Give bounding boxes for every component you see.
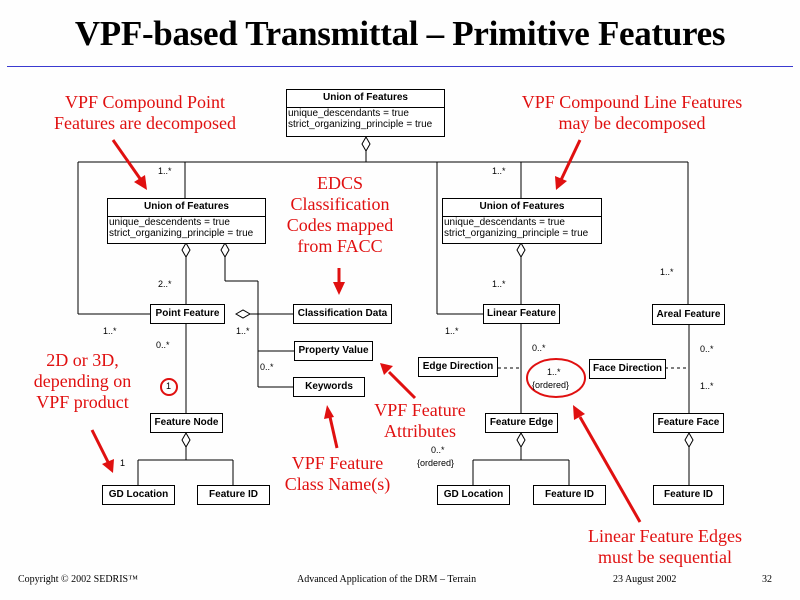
- node-multiplicity: 1: [166, 381, 172, 391]
- multiplicity-label: 1..*: [492, 166, 506, 176]
- property-value-box[interactable]: Property Value: [294, 341, 373, 361]
- feature-node-box[interactable]: Feature Node: [150, 413, 223, 433]
- arrowhead-compound-line: [555, 176, 567, 190]
- arrowhead-compound-point: [134, 175, 147, 190]
- annotation-compound-line: VPF Compound Line Features may be decomp…: [521, 92, 743, 133]
- multiplicity-label: 1..*: [445, 326, 459, 336]
- feature-node-diamond: [181, 431, 191, 449]
- arrowhead-sequential: [573, 405, 585, 420]
- footer-page-number: 32: [762, 574, 772, 585]
- line-union-diamond: [516, 241, 526, 259]
- linear-feature-box[interactable]: Linear Feature: [483, 304, 560, 324]
- arrow-compound-line: [559, 139, 582, 181]
- arrowhead-edcs: [333, 282, 345, 295]
- footer-copyright: Copyright © 2002 SEDRIS™: [18, 574, 138, 585]
- class-name: Union of Features: [443, 199, 601, 217]
- multiplicity-label: 1..*: [700, 381, 714, 391]
- arrowhead-feature-attributes: [380, 363, 393, 375]
- class-name: Union of Features: [287, 90, 444, 108]
- multiplicity-label: 0..*: [700, 344, 714, 354]
- top-union-of-features[interactable]: Union of Features unique_descendants = t…: [286, 89, 445, 137]
- arrowhead-dimension: [102, 459, 114, 473]
- multiplicity-label: 1..*: [158, 166, 172, 176]
- feature-id-face-box[interactable]: Feature ID: [653, 485, 724, 505]
- feature-edge-diamond: [516, 431, 526, 449]
- arrowhead-class-names: [324, 405, 334, 419]
- edge-direction-box[interactable]: Edge Direction: [418, 357, 498, 377]
- feature-edge-box[interactable]: Feature Edge: [485, 413, 558, 433]
- class-name: Union of Features: [108, 199, 265, 217]
- multiplicity-label: 1: [120, 458, 126, 468]
- slide-title: VPF-based Transmittal – Primitive Featur…: [74, 14, 726, 53]
- node-multiplicity-highlight: [160, 378, 178, 396]
- ordered-constraint: {ordered}: [532, 380, 570, 390]
- multiplicity-label: 1..*: [547, 367, 561, 377]
- annotation-dimension: 2D or 3D, depending on VPF product: [33, 350, 132, 412]
- keywords-box[interactable]: Keywords: [293, 377, 365, 397]
- multiplicity-label: 1..*: [492, 279, 506, 289]
- feature-face-box[interactable]: Feature Face: [653, 413, 724, 433]
- multiplicity-label: 1..*: [103, 326, 117, 336]
- point-feature-diamond: [234, 309, 252, 319]
- gd-location-node-box[interactable]: GD Location: [102, 485, 175, 505]
- arrow-sequential: [578, 416, 642, 523]
- multiplicity-label: 0..*: [260, 362, 274, 372]
- class-attribute: unique_descendents = true: [109, 217, 230, 228]
- multiplicity-label: 1..*: [660, 267, 674, 277]
- point-feature-box[interactable]: Point Feature: [150, 304, 225, 324]
- multiplicity-label: 2..*: [158, 279, 172, 289]
- class-attribute: strict_organizing_principle = true: [109, 228, 254, 239]
- multiplicity-label: 0..*: [532, 343, 546, 353]
- point-union-diamond-right: [220, 241, 230, 259]
- gd-location-edge-box[interactable]: GD Location: [437, 485, 510, 505]
- point-union-diamond-left: [181, 241, 191, 259]
- arrow-feature-attributes: [387, 370, 417, 400]
- class-attribute: unique_descendants = true: [444, 217, 565, 228]
- annotation-sequential: Linear Feature Edges must be sequential: [588, 526, 742, 567]
- feature-face-diamond: [684, 431, 694, 449]
- multiplicity-label: 0..*: [156, 340, 170, 350]
- arrow-compound-point: [111, 139, 143, 181]
- multiplicity-label: 1..*: [236, 326, 250, 336]
- arrow-class-names: [328, 416, 339, 449]
- ordered-constraint: {ordered}: [417, 458, 455, 468]
- feature-id-node-box[interactable]: Feature ID: [197, 485, 270, 505]
- face-direction-box[interactable]: Face Direction: [589, 359, 666, 379]
- footer-date: 23 August 2002: [613, 574, 677, 585]
- class-attribute: strict_organizing_principle = true: [288, 119, 433, 130]
- footer-course: Advanced Application of the DRM – Terrai…: [297, 574, 477, 585]
- top-union-diamond: [361, 135, 371, 153]
- annotation-class-names: VPF Feature Class Name(s): [284, 453, 391, 494]
- annotation-feature-attributes: VPF Feature Attributes: [374, 400, 466, 441]
- arrow-dimension: [90, 429, 110, 463]
- multiplicity-label: 0..*: [431, 445, 445, 455]
- class-attribute: strict_organizing_principle = true: [444, 228, 589, 239]
- annotation-edcs: EDCS Classification Codes mapped from FA…: [286, 173, 394, 256]
- line-union-of-features[interactable]: Union of Features unique_descendants = t…: [442, 198, 602, 244]
- classification-data-box[interactable]: Classification Data: [293, 304, 392, 324]
- class-attribute: unique_descendants = true: [288, 108, 409, 119]
- ordered-highlight: [526, 358, 586, 398]
- title-divider: [7, 66, 793, 67]
- point-union-of-features[interactable]: Union of Features unique_descendents = t…: [107, 198, 266, 244]
- areal-feature-box[interactable]: Areal Feature: [652, 304, 725, 325]
- annotation-compound-point: VPF Compound Point Features are decompos…: [54, 92, 236, 133]
- feature-id-edge-box[interactable]: Feature ID: [533, 485, 606, 505]
